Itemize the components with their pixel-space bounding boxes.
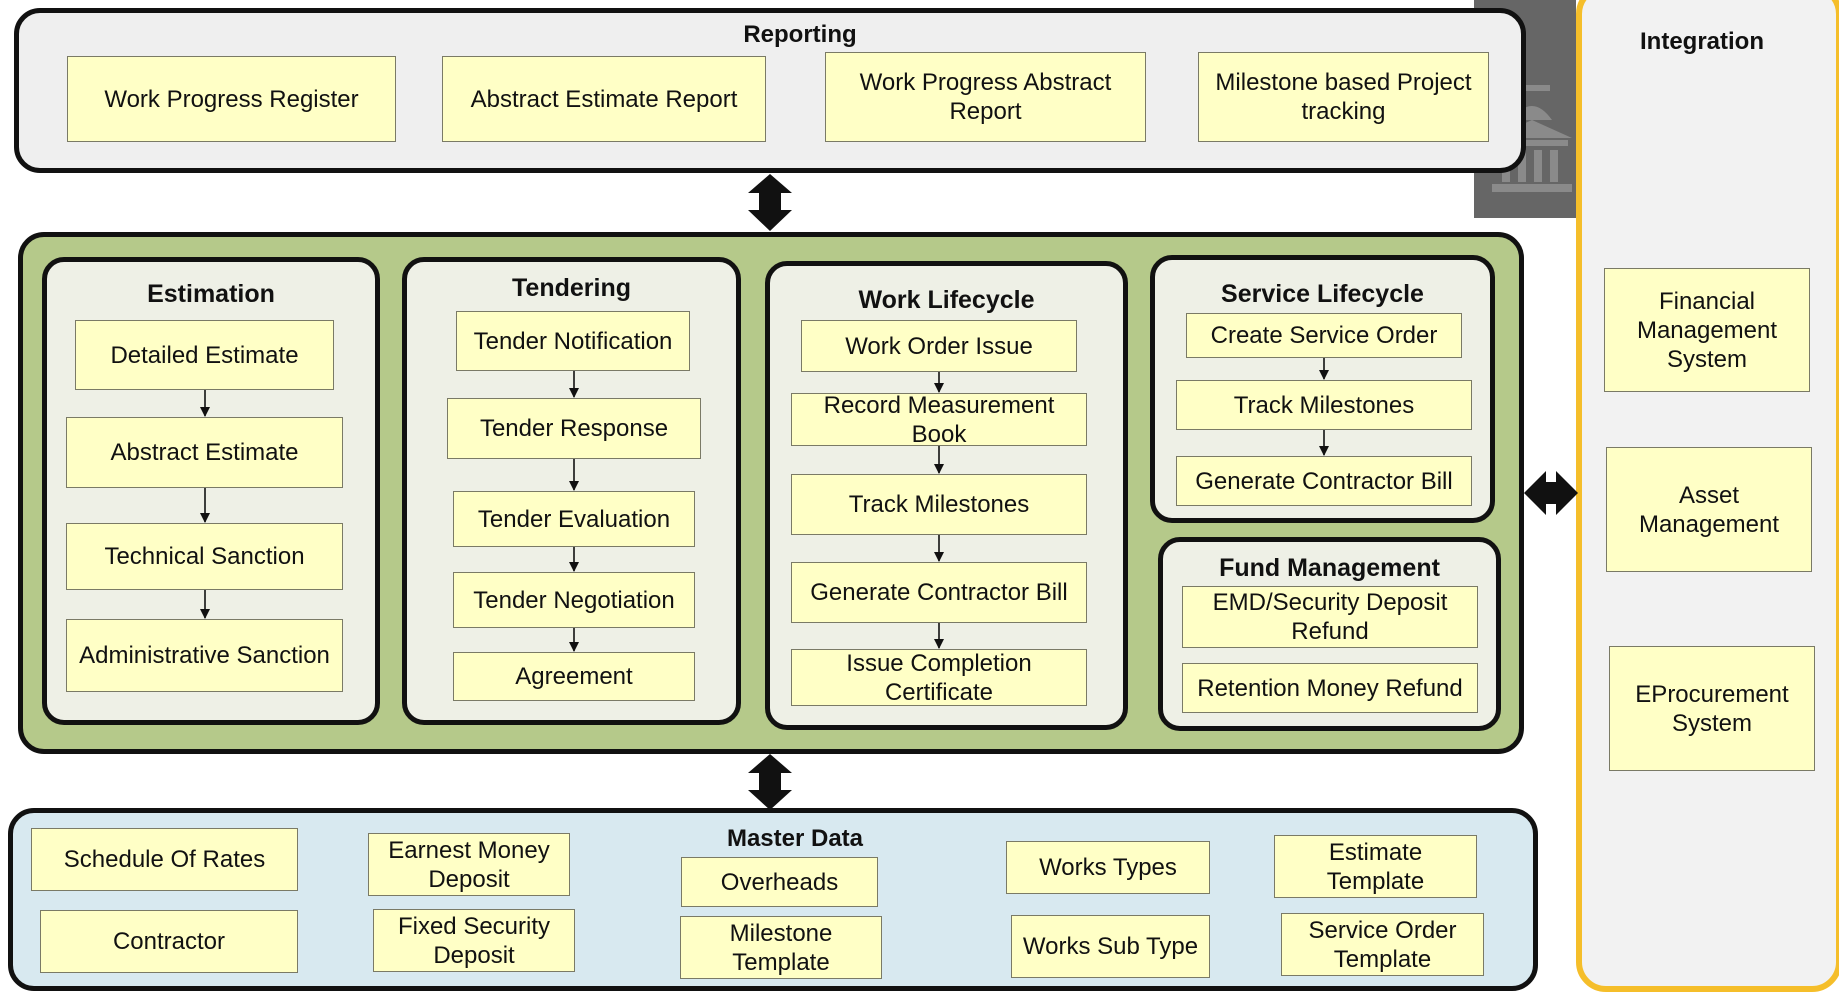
integration-financial-management[interactable]: Financial Management System [1604,268,1810,392]
reporting-title: Reporting [743,21,857,48]
tendering-title: Tendering [512,274,631,302]
work-issue-completion-certificate[interactable]: Issue Completion Certificate [791,649,1087,706]
master-fixed-security-deposit[interactable]: Fixed Security Deposit [373,909,575,972]
double-arrow-icon [1524,471,1578,515]
master-milestone-template[interactable]: Milestone Template [680,916,882,979]
estimation-title: Estimation [147,280,275,308]
tendering-notification[interactable]: Tender Notification [456,311,690,371]
fund-retention-money-refund[interactable]: Retention Money Refund [1182,663,1478,713]
report-abstract-estimate[interactable]: Abstract Estimate Report [442,56,766,142]
master-estimate-template[interactable]: Estimate Template [1274,835,1477,898]
integration-asset-management[interactable]: Asset Management [1606,447,1812,572]
work-generate-contractor-bill[interactable]: Generate Contractor Bill [791,562,1087,623]
master-service-order-template[interactable]: Service Order Template [1281,913,1484,976]
estimation-abstract-estimate[interactable]: Abstract Estimate [66,417,343,488]
service-track-milestones[interactable]: Track Milestones [1176,380,1472,430]
integration-title: Integration [1640,28,1764,55]
master-data-title: Master Data [726,825,864,852]
tendering-evaluation[interactable]: Tender Evaluation [453,491,695,547]
double-arrow-icon [748,754,792,810]
master-works-types[interactable]: Works Types [1006,841,1210,894]
tendering-negotiation[interactable]: Tender Negotiation [453,572,695,628]
master-works-sub-type[interactable]: Works Sub Type [1011,915,1210,978]
master-overheads[interactable]: Overheads [681,857,878,907]
tendering-agreement[interactable]: Agreement [453,652,695,701]
master-contractor[interactable]: Contractor [40,910,298,973]
fund-management-title: Fund Management [1219,554,1440,582]
double-arrow-icon [748,174,792,231]
estimation-detailed-estimate[interactable]: Detailed Estimate [75,320,334,390]
estimation-technical-sanction[interactable]: Technical Sanction [66,523,343,590]
work-lifecycle-title: Work Lifecycle [858,286,1035,314]
service-generate-contractor-bill[interactable]: Generate Contractor Bill [1176,456,1472,506]
service-create-order[interactable]: Create Service Order [1186,313,1462,358]
fund-emd-security-refund[interactable]: EMD/Security Deposit Refund [1182,586,1478,648]
estimation-administrative-sanction[interactable]: Administrative Sanction [66,619,343,692]
master-schedule-of-rates[interactable]: Schedule Of Rates [31,828,298,891]
report-work-progress-abstract[interactable]: Work Progress Abstract Report [825,52,1146,142]
work-order-issue[interactable]: Work Order Issue [801,320,1077,372]
master-earnest-money-deposit[interactable]: Earnest Money Deposit [368,833,570,896]
work-track-milestones[interactable]: Track Milestones [791,474,1087,535]
integration-eprocurement[interactable]: EProcurement System [1609,646,1815,771]
tendering-response[interactable]: Tender Response [447,398,701,459]
work-record-measurement-book[interactable]: Record Measurement Book [791,392,1087,448]
report-milestone-tracking[interactable]: Milestone based Project tracking [1198,52,1489,142]
service-lifecycle-title: Service Lifecycle [1221,280,1424,308]
report-work-progress-register[interactable]: Work Progress Register [67,56,396,142]
